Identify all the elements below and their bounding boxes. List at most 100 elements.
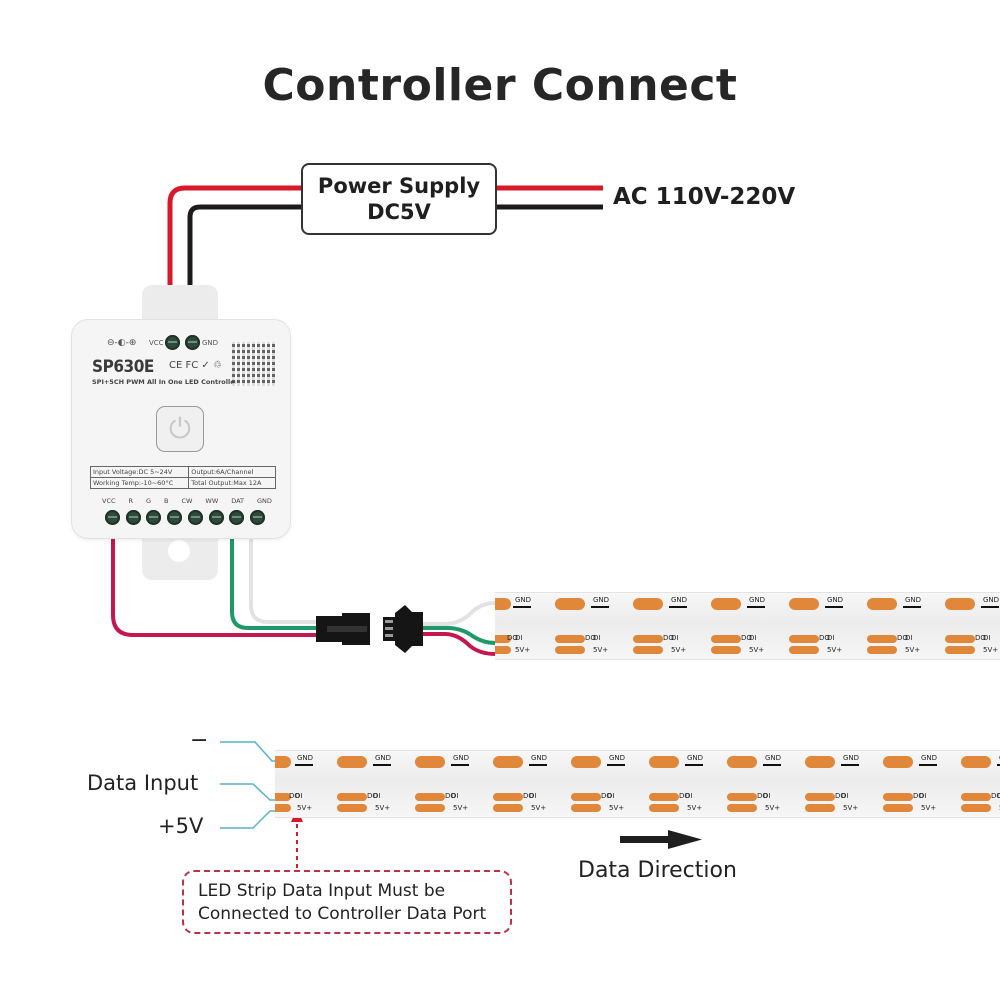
led-pad	[337, 793, 367, 801]
do-label: DO	[585, 634, 596, 642]
certification-icons: CE FC ✓ ♲	[169, 360, 222, 371]
gnd-arrow-icon	[919, 764, 937, 766]
led-pad	[711, 635, 741, 643]
di-label: DI	[997, 792, 1000, 800]
led-pad	[945, 635, 975, 643]
led-pad	[711, 598, 741, 610]
note-line-1: LED Strip Data Input Must be	[198, 881, 446, 901]
output-terminal	[229, 510, 245, 525]
gnd-label: GND	[905, 596, 922, 604]
gnd-arrow-icon	[451, 764, 469, 766]
pin-label: GND	[257, 497, 272, 505]
gnd-label: GND	[921, 754, 938, 762]
led-pad	[571, 756, 601, 768]
vplus-label: 5V+	[671, 646, 687, 654]
gnd-label: GND	[687, 754, 704, 762]
gnd-label: GND	[983, 596, 1000, 604]
strip-white-wire	[423, 601, 496, 626]
spec-cell: Input Voltage:DC 5~24V	[89, 466, 190, 478]
dc-red-wire	[167, 185, 301, 335]
do-label: DO	[663, 634, 674, 642]
output-terminal	[208, 510, 224, 525]
vplus-label: 5V+	[765, 804, 781, 812]
di-label: DI	[983, 634, 991, 642]
do-label: DO	[913, 792, 924, 800]
vplus-label: 5V+	[983, 646, 999, 654]
led-pad	[805, 804, 835, 812]
data-direction-arrow	[620, 830, 702, 849]
strip-edge-pad	[495, 646, 511, 654]
vplus-label: 5V+	[905, 646, 921, 654]
power-supply-label: Power Supply	[317, 174, 481, 198]
led-pad	[415, 756, 445, 768]
gnd-input-terminal	[185, 335, 200, 350]
pin-label: B	[164, 497, 169, 505]
led-pad	[649, 793, 679, 801]
strip-edge-pad	[275, 756, 291, 768]
dat-green-wire	[230, 535, 320, 630]
output-terminal-row	[105, 510, 265, 525]
spec-cell: Output:6A/Channel	[188, 466, 276, 478]
do-label: DO	[445, 792, 456, 800]
spec-cell: Working Temp:-10~60°C	[89, 477, 190, 489]
led-pad	[961, 804, 991, 812]
gnd-label: GND	[515, 596, 532, 604]
output-terminal	[125, 510, 141, 525]
led-pad	[633, 635, 663, 643]
vplus-label: 5V+	[921, 804, 937, 812]
led-pad	[415, 804, 445, 812]
di-label: DI	[685, 792, 693, 800]
led-pad	[649, 756, 679, 768]
di-label: DI	[529, 792, 537, 800]
led-pad	[727, 804, 757, 812]
note-line-2: Connected to Controller Data Port	[198, 904, 487, 924]
gnd-arrow-icon	[763, 764, 781, 766]
vplus-label: 5V+	[687, 804, 703, 812]
pin-label: WW	[205, 497, 219, 505]
gnd-arrow-icon	[295, 764, 313, 766]
pin-label: R	[128, 497, 134, 505]
mount-hole	[168, 540, 190, 562]
do-label: DO	[679, 792, 690, 800]
di-label: DI	[451, 792, 459, 800]
output-terminal	[146, 510, 162, 525]
power-button[interactable]: ⏻	[156, 406, 204, 452]
jst-male-connector	[383, 605, 423, 653]
led-pad	[493, 756, 523, 768]
vplus-label: 5V+	[843, 804, 859, 812]
do-label: DO	[523, 792, 534, 800]
gnd-arrow-icon	[591, 606, 609, 608]
led-pad	[337, 804, 367, 812]
power-supply-voltage: DC5V	[367, 200, 431, 224]
do-label: DO	[819, 634, 830, 642]
page-title: Controller Connect	[262, 60, 738, 111]
do-label: DO	[507, 634, 518, 642]
di-label: DI	[295, 792, 303, 800]
pin-label: DAT	[231, 497, 245, 505]
vcc-magenta-wire	[111, 535, 320, 637]
led-pad	[727, 756, 757, 768]
vplus-label: 5V+	[593, 646, 609, 654]
led-pad	[649, 804, 679, 812]
top-terminal-label-vcc: VCC	[149, 339, 164, 347]
di-label: DI	[919, 792, 927, 800]
do-label: DO	[601, 792, 612, 800]
led-pad	[789, 646, 819, 654]
vplus-label: 5V+	[375, 804, 391, 812]
led-pad	[493, 793, 523, 801]
plus5v-label: +5V	[158, 814, 204, 838]
led-pad	[571, 793, 601, 801]
gnd-arrow-icon	[747, 606, 765, 608]
do-label: DO	[741, 634, 752, 642]
di-label: DI	[671, 634, 679, 642]
vplus-label: 5V+	[827, 646, 843, 654]
di-label: DI	[373, 792, 381, 800]
gnd-arrow-icon	[513, 606, 531, 608]
gnd-label: GND	[749, 596, 766, 604]
data-direction-label: Data Direction	[578, 858, 737, 883]
gnd-label: GND	[609, 754, 626, 762]
controller-model: SP630E	[92, 357, 154, 377]
led-pad	[571, 804, 601, 812]
output-terminal	[167, 510, 183, 525]
